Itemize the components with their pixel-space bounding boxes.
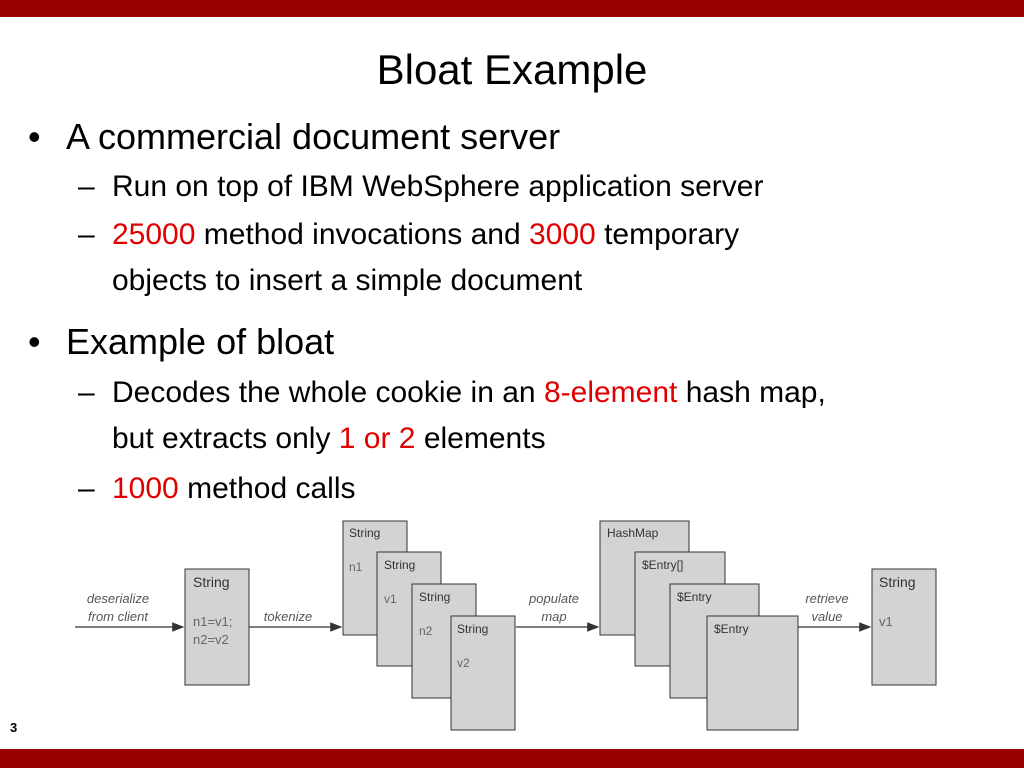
bullet-1: • A commercial document server	[28, 115, 560, 159]
object-count: 3000	[528, 218, 596, 251]
sub-bullet-dash: –	[78, 472, 95, 505]
sub-bullet-2-1-text-b: hash map,	[677, 376, 826, 409]
sub-bullet-2-2-text: method calls	[178, 472, 356, 505]
sub-bullet-dash: –	[78, 170, 95, 203]
invocation-count: 25000	[112, 218, 196, 251]
token-4-title: String	[457, 622, 488, 636]
sub-bullet-2-1-continuation: but extracts only 1 or 2 elements	[112, 416, 546, 462]
sub-bullet-1-2-continuation: objects to insert a simple document	[112, 264, 583, 297]
input-string-box: String n1=v1; n2=v2	[184, 568, 250, 686]
token-2-value: v1	[384, 592, 397, 606]
slide-number: 3	[10, 720, 18, 735]
label-retrieve-line2: value	[811, 609, 842, 624]
label-tokenize: tokenize	[264, 609, 312, 624]
sub-bullet-dash: –	[78, 376, 95, 409]
token-4-value: v2	[457, 656, 470, 670]
hashmap-title: HashMap	[607, 526, 659, 540]
bullet-2: • Example of bloat	[28, 320, 334, 364]
sub-bullet-dash: –	[78, 218, 95, 251]
sub-bullet-2-1-cont-b: elements	[415, 422, 546, 455]
entry-2-title: $Entry	[714, 622, 749, 636]
input-string-line1: n1=v1;	[193, 614, 232, 629]
sub-bullet-1-1-text: Run on top of IBM WebSphere application …	[112, 170, 764, 203]
token-3-value: n2	[419, 624, 433, 638]
entry-1-title: $Entry	[677, 590, 712, 604]
output-string-value: v1	[879, 614, 893, 629]
top-banner	[0, 0, 1024, 17]
token-1-value: n1	[349, 560, 363, 574]
method-call-count: 1000	[112, 472, 179, 505]
label-deserialize-line2: from client	[88, 609, 149, 624]
token-3-title: String	[419, 590, 450, 604]
sub-bullet-1-1: –Run on top of IBM WebSphere application…	[78, 164, 763, 210]
bullet-1-text: A commercial document server	[66, 116, 561, 157]
bullet-2-text: Example of bloat	[66, 321, 335, 362]
sub-bullet-1-2-text-a: method invocations and	[195, 218, 529, 251]
input-string-title: String	[193, 574, 230, 590]
extracted-count: 1 or 2	[338, 422, 416, 455]
token-box-4: String v2	[450, 615, 516, 731]
output-string-title: String	[879, 574, 916, 590]
output-string-box: String v1	[871, 568, 937, 686]
token-2-title: String	[384, 558, 415, 572]
sub-bullet-1-2-text-b: temporary	[595, 218, 740, 251]
element-count: 8-element	[543, 376, 678, 409]
sub-bullet-2-1-cont-a: but extracts only	[112, 422, 339, 455]
input-string-line2: n2=v2	[193, 632, 229, 647]
label-deserialize-line1: deserialize	[87, 591, 149, 606]
label-populate-line2: map	[541, 609, 566, 624]
slide-title: Bloat Example	[376, 46, 648, 93]
bullet-dot: •	[28, 116, 41, 157]
sub-bullet-1-2: –25000 method invocations and 3000 tempo…	[78, 212, 739, 258]
bullet-dot: •	[28, 321, 41, 362]
entry-array-title: $Entry[]	[642, 558, 683, 572]
sub-bullet-2-1-text-a: Decodes the whole cookie in an	[112, 376, 544, 409]
sub-bullet-2-1: –Decodes the whole cookie in an 8-elemen…	[78, 370, 826, 416]
sub-bullet-2-2: –1000 method calls	[78, 466, 356, 512]
token-1-title: String	[349, 526, 380, 540]
bottom-banner	[0, 749, 1024, 768]
label-populate-line1: populate	[528, 591, 579, 606]
label-retrieve-line1: retrieve	[805, 591, 848, 606]
entry-box-2: $Entry	[706, 615, 799, 731]
